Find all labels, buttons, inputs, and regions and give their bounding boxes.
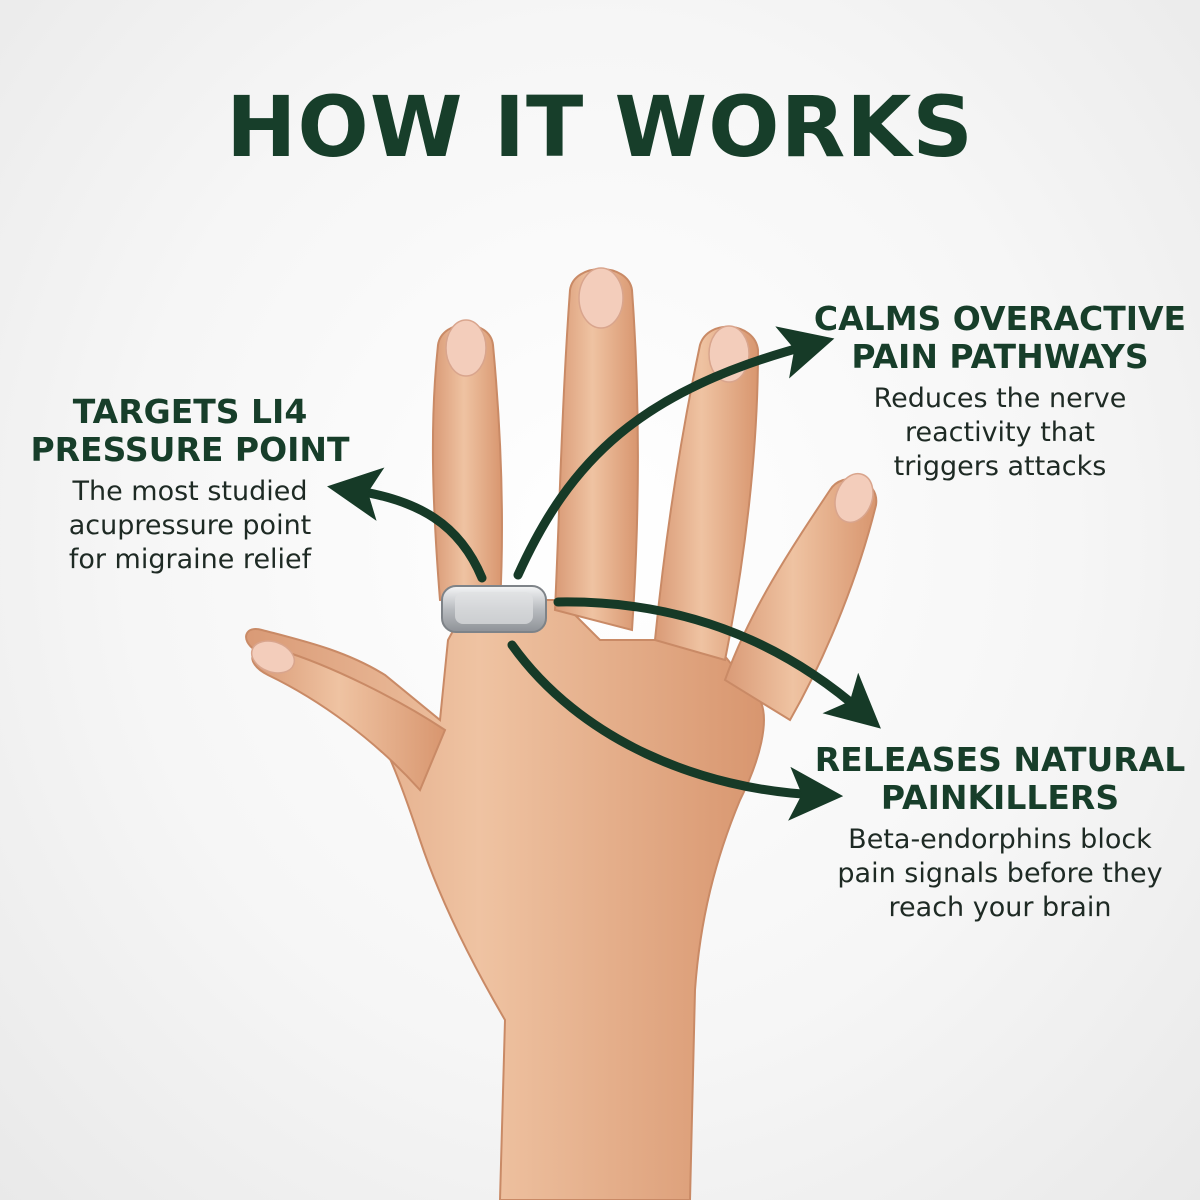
callout-natural-painkillers: RELEASES NATURAL PAINKILLERS Beta-endorp… [810, 741, 1190, 925]
arrow-to-left-callout [327, 467, 487, 583]
callout-heading: RELEASES NATURAL PAINKILLERS [814, 740, 1186, 817]
callout-pain-pathways: CALMS OVERACTIVE PAIN PATHWAYS Reduces t… [810, 300, 1190, 484]
page-title: HOW IT WORKS [226, 78, 974, 176]
arrow-to-bottom-right-callout-lower [507, 640, 844, 821]
callout-description: The most studied acupressure point for m… [68, 476, 312, 575]
callout-description: Beta-endorphins block pain signals befor… [837, 824, 1163, 923]
callout-li4-pressure-point: TARGETS LI4 PRESSURE POINT The most stud… [20, 393, 360, 577]
callout-heading: TARGETS LI4 PRESSURE POINT [30, 392, 350, 469]
callout-heading: CALMS OVERACTIVE PAIN PATHWAYS [813, 299, 1187, 376]
callout-description: Reduces the nerve reactivity that trigge… [873, 383, 1127, 482]
ring [441, 585, 547, 633]
arrow-to-bottom-right-callout-upper [553, 597, 881, 729]
arrow-to-top-right-callout [513, 326, 835, 580]
